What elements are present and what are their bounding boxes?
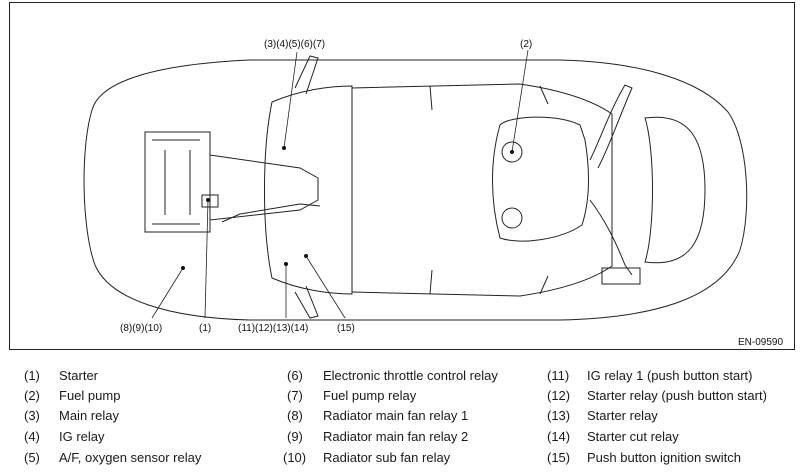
fuel-tank [492, 116, 589, 242]
point-1 [206, 198, 210, 202]
callout-1: (1) [199, 323, 211, 334]
vehicle-diagram: (3)(4)(5)(6)(7) (2) (8)(9)(10) (1) (11)(… [83, 39, 783, 348]
cabin-roof [351, 83, 613, 297]
point-11-14 [284, 262, 288, 266]
door-line-top [429, 85, 549, 111]
callout-2: (2) [520, 39, 532, 50]
mirror-left [294, 55, 319, 95]
exhaust [221, 203, 321, 223]
car-body-outline [83, 59, 748, 321]
callout-8-10: (8)(9)(10) [120, 323, 162, 334]
figure-frame [9, 2, 795, 350]
windshield [264, 85, 353, 295]
rear-window [644, 116, 706, 264]
fuel-pump-unit [501, 141, 523, 163]
mirror-right [294, 285, 319, 319]
legend: (1) Starter (2) Fuel pump (3) Main relay… [24, 368, 767, 465]
leader-2 [511, 49, 529, 153]
point-2 [510, 150, 514, 154]
point-3-7 [282, 146, 286, 150]
figure-code: EN-09590 [738, 337, 783, 348]
leader-15 [305, 255, 346, 319]
engine-detail-1 [152, 139, 200, 225]
door-line-bottom [429, 269, 549, 295]
canister [601, 267, 641, 285]
callout-11-14: (11)(12)(13)(14) [238, 323, 308, 334]
transmission [209, 154, 319, 221]
callout-3-7: (3)(4)(5)(6)(7) [264, 39, 325, 50]
leader-1 [204, 199, 209, 319]
filler-pipe [589, 84, 633, 169]
point-15 [304, 254, 308, 258]
fuel-sender-unit [501, 207, 523, 229]
fuel-lines [589, 199, 633, 276]
leader-8-10 [151, 267, 184, 319]
callout-15: (15) [337, 323, 355, 334]
engine-block [144, 131, 211, 233]
starter-box [201, 194, 219, 208]
point-8-10 [181, 266, 185, 270]
leader-3-7 [283, 51, 298, 149]
